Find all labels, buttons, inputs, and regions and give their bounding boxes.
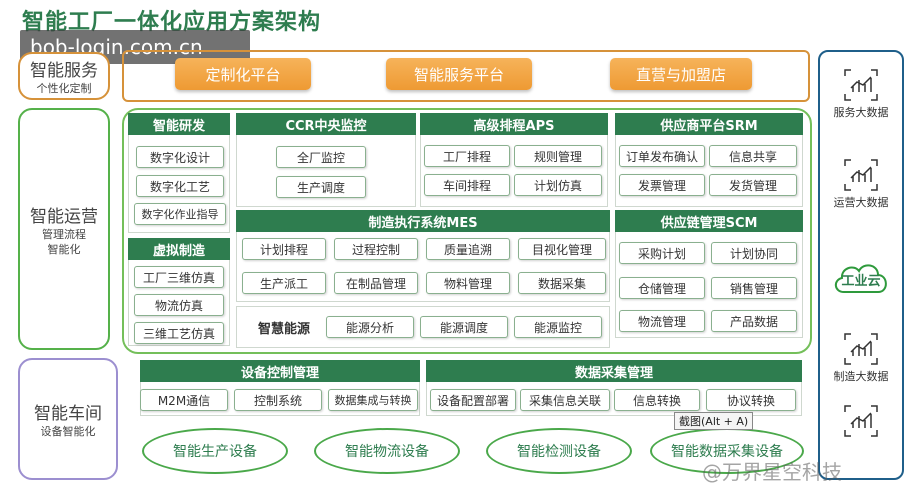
operations-frame xyxy=(122,108,812,354)
srm-item[interactable]: 发票管理 xyxy=(619,174,705,196)
srm-header: 供应商平台SRM xyxy=(615,113,803,135)
device-oval: 智能检测设备 xyxy=(486,428,632,474)
dc-item[interactable]: 协议转换 xyxy=(706,389,796,411)
mes-item[interactable]: 过程控制 xyxy=(334,238,418,260)
rd-item[interactable]: 数字化设计 xyxy=(136,146,224,168)
smart-service-box: 智能服务 个性化定制 xyxy=(18,52,110,100)
chart-bars-icon xyxy=(844,69,878,101)
service-platform-bar xyxy=(122,50,810,102)
chart-bars-icon xyxy=(844,405,878,437)
device-oval: 智能生产设备 xyxy=(142,428,288,474)
custom-platform-button[interactable]: 定制化平台 xyxy=(175,58,311,90)
manufacturing-bigdata-label: 制造大数据 xyxy=(833,370,889,383)
ops-bigdata-label: 运营大数据 xyxy=(833,196,889,209)
scm-item[interactable]: 销售管理 xyxy=(711,277,797,299)
industrial-cloud-label: 工业云 xyxy=(841,274,881,289)
mes-item[interactable]: 在制品管理 xyxy=(334,272,418,294)
mes-item[interactable]: 计划排程 xyxy=(242,238,326,260)
screenshot-tooltip: 截图(Alt + A) xyxy=(674,412,754,430)
scm-item[interactable]: 物流管理 xyxy=(619,310,705,332)
dc-header: 数据采集管理 xyxy=(426,360,802,382)
service-bigdata: 服务大数据 xyxy=(818,68,904,120)
smart-service-platform-button[interactable]: 智能服务平台 xyxy=(386,58,532,90)
service-bigdata-label: 服务大数据 xyxy=(833,106,889,119)
smart-workshop-sub: 设备智能化 xyxy=(40,425,96,438)
smart-ops-sub2: 智能化 xyxy=(47,242,81,256)
industrial-cloud: 工业云 xyxy=(818,258,904,298)
aps-item[interactable]: 工厂排程 xyxy=(424,145,510,167)
direct-franchise-button[interactable]: 直营与加盟店 xyxy=(610,58,752,90)
mes-item[interactable]: 数据采集 xyxy=(518,272,606,294)
chart-bars-icon xyxy=(844,159,878,191)
scm-item[interactable]: 产品数据 xyxy=(711,310,797,332)
dc-item[interactable]: 信息转换 xyxy=(614,389,700,411)
smart-ops-title: 智能运营 xyxy=(30,206,98,227)
smart-ops-sub1: 管理流程 xyxy=(42,227,86,241)
rd-item[interactable]: 数字化工艺 xyxy=(136,175,224,197)
rd-item[interactable]: 数字化作业指导 xyxy=(134,203,226,225)
vm-item[interactable]: 三维工艺仿真 xyxy=(134,322,224,344)
aps-header: 高级排程APS xyxy=(420,113,608,135)
energy-item[interactable]: 能源分析 xyxy=(326,316,414,338)
aps-item[interactable]: 计划仿真 xyxy=(514,174,602,196)
vm-item[interactable]: 物流仿真 xyxy=(134,294,224,316)
equip-header: 设备控制管理 xyxy=(140,360,420,382)
dc-item[interactable]: 设备配置部署 xyxy=(430,389,516,411)
rd-header: 智能研发 xyxy=(128,113,230,135)
energy-item[interactable]: 能源监控 xyxy=(514,316,602,338)
energy-label: 智慧能源 xyxy=(257,321,310,337)
mes-header: 制造执行系统MES xyxy=(236,210,610,232)
bigdata-column xyxy=(818,50,904,480)
dc-item[interactable]: 采集信息关联 xyxy=(520,389,610,411)
smart-service-title: 智能服务 xyxy=(30,61,98,81)
chart-bars-icon xyxy=(844,333,878,365)
mes-item[interactable]: 生产派工 xyxy=(242,272,326,294)
smart-workshop-box: 智能车间 设备智能化 xyxy=(18,358,118,480)
device-oval: 智能数据采集设备 xyxy=(650,428,804,474)
vm-header: 虚拟制造 xyxy=(128,238,230,260)
scm-item[interactable]: 采购计划 xyxy=(619,242,705,264)
ccr-item[interactable]: 全厂监控 xyxy=(276,146,366,168)
equip-item[interactable]: 控制系统 xyxy=(234,389,322,411)
smart-workshop-title: 智能车间 xyxy=(34,404,102,424)
scm-item[interactable]: 仓储管理 xyxy=(619,277,705,299)
extra-chart xyxy=(818,404,904,438)
srm-item[interactable]: 信息共享 xyxy=(709,145,797,167)
ops-bigdata: 运营大数据 xyxy=(818,158,904,210)
mes-item[interactable]: 目视化管理 xyxy=(518,238,606,260)
bottom-watermark: @万界星空科技 xyxy=(702,460,842,484)
ccr-header: CCR中央监控 xyxy=(236,113,416,135)
vm-item[interactable]: 工厂三维仿真 xyxy=(134,266,224,288)
ccr-item[interactable]: 生产调度 xyxy=(276,176,366,198)
energy-item[interactable]: 能源调度 xyxy=(420,316,508,338)
smart-service-sub: 个性化定制 xyxy=(36,82,92,95)
aps-item[interactable]: 车间排程 xyxy=(424,174,510,196)
mes-item[interactable]: 物料管理 xyxy=(426,272,510,294)
srm-item[interactable]: 发货管理 xyxy=(709,174,797,196)
scm-item[interactable]: 计划协同 xyxy=(711,242,797,264)
smart-ops-box: 智能运营 管理流程 智能化 xyxy=(18,108,110,350)
equip-item[interactable]: M2M通信 xyxy=(140,389,228,411)
mes-item[interactable]: 质量追溯 xyxy=(426,238,510,260)
srm-item[interactable]: 订单发布确认 xyxy=(619,145,705,167)
equip-item[interactable]: 数据集成与转换 xyxy=(328,389,418,411)
cloud-icon xyxy=(834,264,887,293)
manufacturing-bigdata: 制造大数据 xyxy=(818,332,904,384)
scm-header: 供应链管理SCM xyxy=(615,210,803,232)
aps-item[interactable]: 规则管理 xyxy=(514,145,602,167)
device-oval: 智能物流设备 xyxy=(314,428,460,474)
